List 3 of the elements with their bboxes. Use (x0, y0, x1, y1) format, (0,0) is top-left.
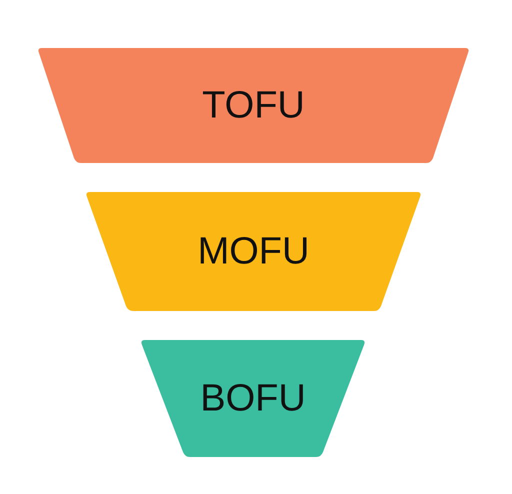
stage-label: BOFU (200, 377, 306, 420)
stage-label: MOFU (198, 230, 310, 273)
stage-label: TOFU (202, 84, 305, 127)
